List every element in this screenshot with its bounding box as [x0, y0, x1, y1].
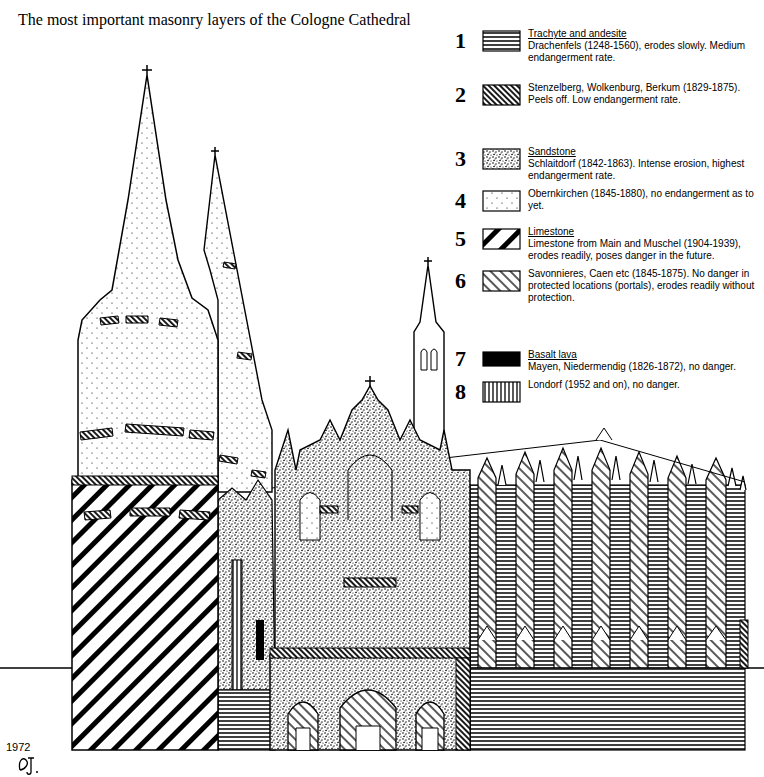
legend-entry: Londorf (1952 and on), no danger. — [528, 379, 758, 391]
spire-windows — [421, 349, 437, 370]
callout-number: 2 — [455, 84, 466, 106]
legend-swatch — [483, 382, 520, 402]
legend-swatches — [483, 31, 520, 402]
portal-arches — [288, 690, 444, 750]
legend-entry: LimestoneLimestone from Main and Muschel… — [528, 226, 758, 262]
legend-text: Schlaitdorf (1842-1863). Intense erosion… — [528, 158, 758, 182]
material-heading: Sandstone — [528, 146, 758, 158]
basalt-pier — [232, 560, 242, 690]
trachyte-band — [320, 506, 338, 513]
legend-swatch — [483, 85, 520, 105]
portal — [270, 655, 470, 750]
trachyte-band — [72, 476, 218, 485]
portal-doors — [296, 726, 438, 750]
callout-number: 4 — [455, 190, 466, 212]
transept — [275, 386, 470, 690]
trachyte-band — [402, 506, 418, 513]
legend-entry: Basalt lavaMayen, Niedermendig (1826-187… — [528, 349, 758, 373]
legend-swatch — [483, 31, 520, 51]
legend-text: Londorf (1952 and on), no danger. — [528, 379, 758, 391]
buttress-arches — [478, 626, 726, 640]
legend-text: Savonnieres, Caen etc (1845-1875). No da… — [528, 268, 758, 304]
pinnacles — [498, 456, 746, 490]
material-heading: Limestone — [528, 226, 758, 238]
material-heading: Basalt lava — [528, 349, 758, 361]
trachyte-bands — [84, 508, 210, 520]
roof-turret — [596, 428, 612, 440]
gable-cross — [365, 376, 375, 386]
legend-text: Stenzelberg, Wolkenburg, Berkum (1829-18… — [528, 82, 758, 106]
west-spire — [78, 75, 218, 480]
transept-windows — [300, 493, 440, 541]
trachyte-band — [270, 648, 470, 658]
legend-swatch — [483, 229, 520, 249]
legend-swatch — [483, 271, 520, 291]
nave-base — [218, 690, 275, 750]
legend-text: Drachenfels (1248-1560), erodes slowly. … — [528, 40, 758, 64]
title: The most important masonry layers of the… — [18, 10, 411, 30]
choir-base — [470, 668, 745, 750]
spire-cross — [424, 257, 432, 265]
year-label: 1972 — [6, 741, 30, 754]
trachyte-pier — [456, 658, 470, 750]
callout-number: 1 — [455, 30, 466, 52]
callout-number: 6 — [455, 270, 466, 292]
trachyte-bands — [219, 262, 266, 478]
nave-section — [218, 480, 275, 690]
material-heading: Trachyte and andesite — [528, 28, 758, 40]
legend-swatch — [483, 149, 520, 169]
legend-swatch — [483, 352, 520, 366]
legend-swatch — [483, 191, 520, 211]
callout-number: 7 — [455, 348, 466, 370]
spire-cross — [142, 65, 152, 75]
callout-number: 3 — [455, 148, 466, 170]
callout-number: 8 — [455, 381, 466, 403]
legend-entry: Stenzelberg, Wolkenburg, Berkum (1829-18… — [528, 82, 758, 106]
trachyte-band — [344, 578, 396, 587]
signature — [19, 758, 38, 774]
legend-text: Mayen, Niedermendig (1826-1872), no dang… — [528, 361, 758, 373]
tower-base — [72, 480, 218, 750]
legend-text: Obernkirchen (1845-1880), no endangermen… — [528, 188, 758, 212]
legend-entry: Trachyte and andesiteDrachenfels (1248-1… — [528, 28, 758, 64]
spire-cross — [211, 147, 219, 155]
legend-entry: Obernkirchen (1845-1880), no endangermen… — [528, 188, 758, 212]
choir-end — [740, 620, 748, 668]
rose-window — [348, 455, 392, 520]
legend-text: Limestone from Main and Muschel (1904-19… — [528, 238, 758, 262]
legend-entry: SandstoneSchlaitdorf (1842-1863). Intens… — [528, 146, 758, 182]
legend-entry: Savonnieres, Caen etc (1845-1875). No da… — [528, 268, 758, 304]
callout-number: 5 — [455, 228, 466, 250]
basalt-pier — [256, 620, 264, 660]
